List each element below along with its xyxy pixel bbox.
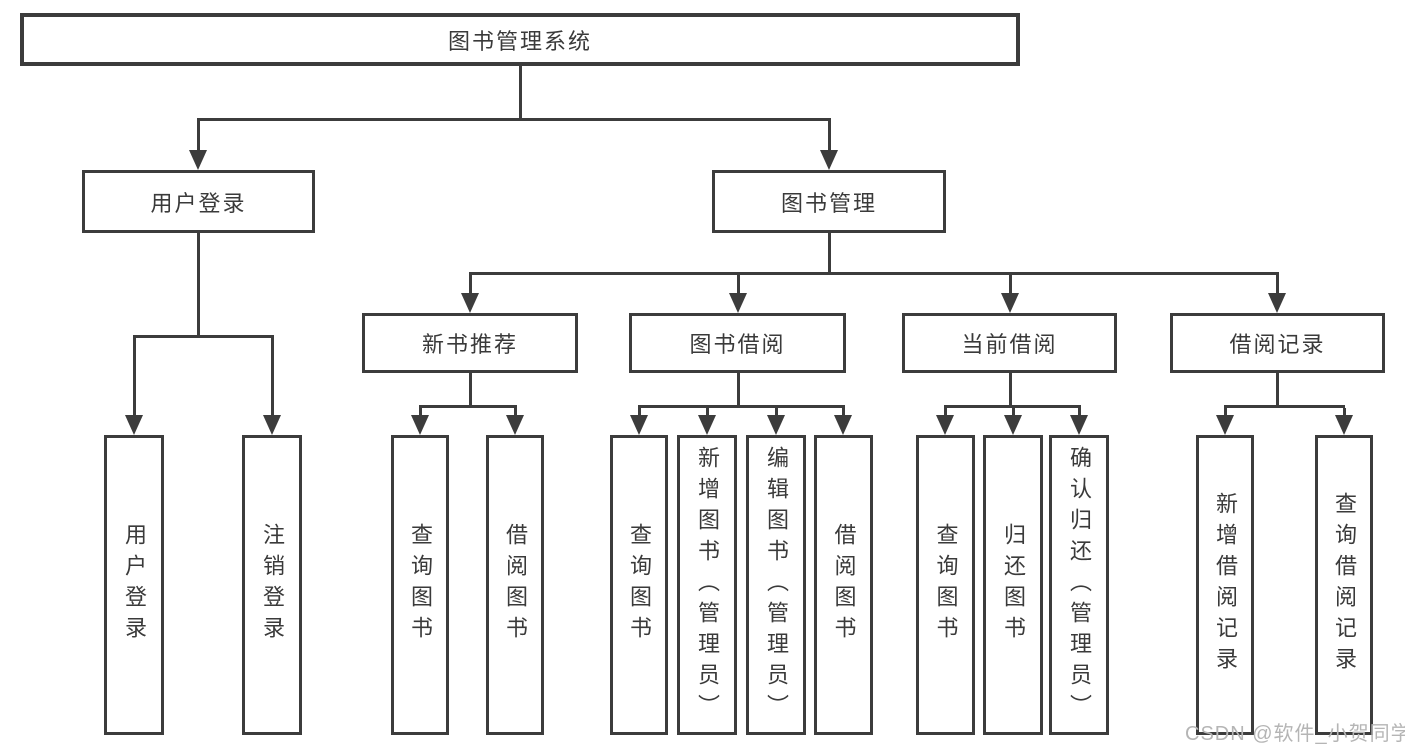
arrowhead-down-icon: [698, 415, 716, 435]
leaf-logout-label: 注销登录: [260, 523, 285, 647]
leaf-add-book-admin-label: 新增图书（管理员）: [695, 445, 720, 725]
leaf-return-books-label: 归还图书: [1001, 523, 1026, 647]
leaf-return-books: 归还图书: [983, 435, 1043, 735]
leaf-borrow-books: 借阅图书: [814, 435, 873, 735]
leaf-user-login-label: 用户登录: [122, 523, 147, 647]
connector-branch: [1224, 405, 1345, 408]
arrowhead-down-icon: [506, 415, 524, 435]
arrow-shaft: [133, 338, 136, 419]
connector-stem: [519, 66, 522, 121]
watermark: CSDN @软件_小贺同学: [1185, 723, 1405, 745]
node-current-borrow-label: 当前借阅: [961, 332, 1058, 357]
arrow-shaft: [775, 408, 778, 419]
arrowhead-down-icon: [834, 415, 852, 435]
connector-branch: [419, 405, 517, 408]
node-new-book-recommend: 新书推荐: [362, 313, 578, 373]
leaf-add-borrow-record: 新增借阅记录: [1196, 435, 1254, 735]
arrowhead-down-icon: [411, 415, 429, 435]
arrow-shaft: [638, 408, 641, 419]
node-book-management: 图书管理: [712, 170, 946, 233]
leaf-add-borrow-record-label: 新增借阅记录: [1213, 492, 1238, 678]
leaf-logout: 注销登录: [242, 435, 302, 735]
arrowhead-down-icon: [125, 415, 143, 435]
leaf-edit-book-admin-label: 编辑图书（管理员）: [764, 445, 789, 725]
arrow-shaft: [197, 121, 200, 154]
arrowhead-down-icon: [1001, 293, 1019, 313]
arrowhead-down-icon: [936, 415, 954, 435]
node-borrow-records-label: 借阅记录: [1229, 332, 1326, 357]
arrowhead-down-icon: [1335, 415, 1353, 435]
node-book-borrow: 图书借阅: [629, 313, 846, 373]
leaf-query-borrow-record: 查询借阅记录: [1315, 435, 1373, 735]
arrowhead-down-icon: [461, 293, 479, 313]
leaf-borrow-books-label: 借阅图书: [831, 523, 857, 647]
connector-branch: [133, 335, 274, 338]
leaf-query-borrow-record-label: 查询借阅记录: [1332, 492, 1357, 678]
arrowhead-down-icon: [630, 415, 648, 435]
node-book-borrow-label: 图书借阅: [689, 332, 786, 357]
node-borrow-records: 借阅记录: [1170, 313, 1385, 373]
node-user-login: 用户登录: [82, 170, 315, 233]
node-root: 图书管理系统: [20, 13, 1020, 66]
node-user-login-label: 用户登录: [150, 190, 247, 216]
arrowhead-down-icon: [820, 150, 838, 170]
node-root-label: 图书管理系统: [447, 28, 592, 54]
arrow-shaft: [469, 275, 472, 297]
node-current-borrow: 当前借阅: [902, 313, 1117, 373]
leaf-edit-book-admin: 编辑图书（管理员）: [746, 435, 806, 735]
arrow-shaft: [1343, 408, 1346, 419]
connector-stem: [1009, 373, 1012, 408]
connector-stem: [469, 373, 472, 408]
connector-stem: [1276, 373, 1279, 408]
leaf-query-books-borrow: 查询图书: [610, 435, 668, 735]
node-book-management-label: 图书管理: [780, 190, 877, 216]
leaf-user-login: 用户登录: [104, 435, 164, 735]
arrowhead-down-icon: [1070, 415, 1088, 435]
arrow-shaft: [1078, 408, 1081, 419]
leaf-query-books-recommend: 查询图书: [391, 435, 449, 735]
connector-stem: [737, 373, 740, 408]
arrow-shaft: [944, 408, 947, 419]
connector-branch: [197, 118, 831, 121]
arrow-shaft: [271, 338, 274, 419]
connector-branch: [638, 405, 845, 408]
arrow-shaft: [828, 121, 831, 154]
arrowhead-down-icon: [1004, 415, 1022, 435]
connector-branch: [944, 405, 1081, 408]
arrow-shaft: [419, 408, 422, 419]
arrow-shaft: [1276, 275, 1279, 297]
leaf-borrow-books-recommend-label: 借阅图书: [503, 523, 528, 647]
arrow-shaft: [706, 408, 709, 419]
node-new-book-recommend-label: 新书推荐: [421, 332, 518, 357]
arrow-shaft: [514, 408, 517, 419]
leaf-confirm-return-admin: 确认归还（管理员）: [1049, 435, 1109, 735]
arrow-shaft: [1224, 408, 1227, 419]
arrowhead-down-icon: [263, 415, 281, 435]
arrow-shaft: [1012, 408, 1015, 419]
leaf-borrow-books-recommend: 借阅图书: [486, 435, 544, 735]
arrowhead-down-icon: [1268, 293, 1286, 313]
connector-stem: [197, 233, 200, 338]
leaf-add-book-admin: 新增图书（管理员）: [677, 435, 737, 735]
leaf-query-books-recommend-label: 查询图书: [408, 523, 433, 647]
arrowhead-down-icon: [767, 415, 785, 435]
arrow-shaft: [737, 275, 740, 297]
connector-branch: [469, 272, 1279, 275]
leaf-query-books-borrow-label: 查询图书: [627, 523, 652, 647]
arrow-shaft: [842, 408, 845, 419]
arrow-shaft: [1009, 275, 1012, 297]
arrowhead-down-icon: [189, 150, 207, 170]
leaf-confirm-return-admin-label: 确认归还（管理员）: [1067, 445, 1092, 725]
leaf-query-books-current: 查询图书: [916, 435, 975, 735]
connector-stem: [828, 233, 831, 275]
arrowhead-down-icon: [729, 293, 747, 313]
leaf-query-books-current-label: 查询图书: [933, 523, 959, 647]
arrowhead-down-icon: [1216, 415, 1234, 435]
